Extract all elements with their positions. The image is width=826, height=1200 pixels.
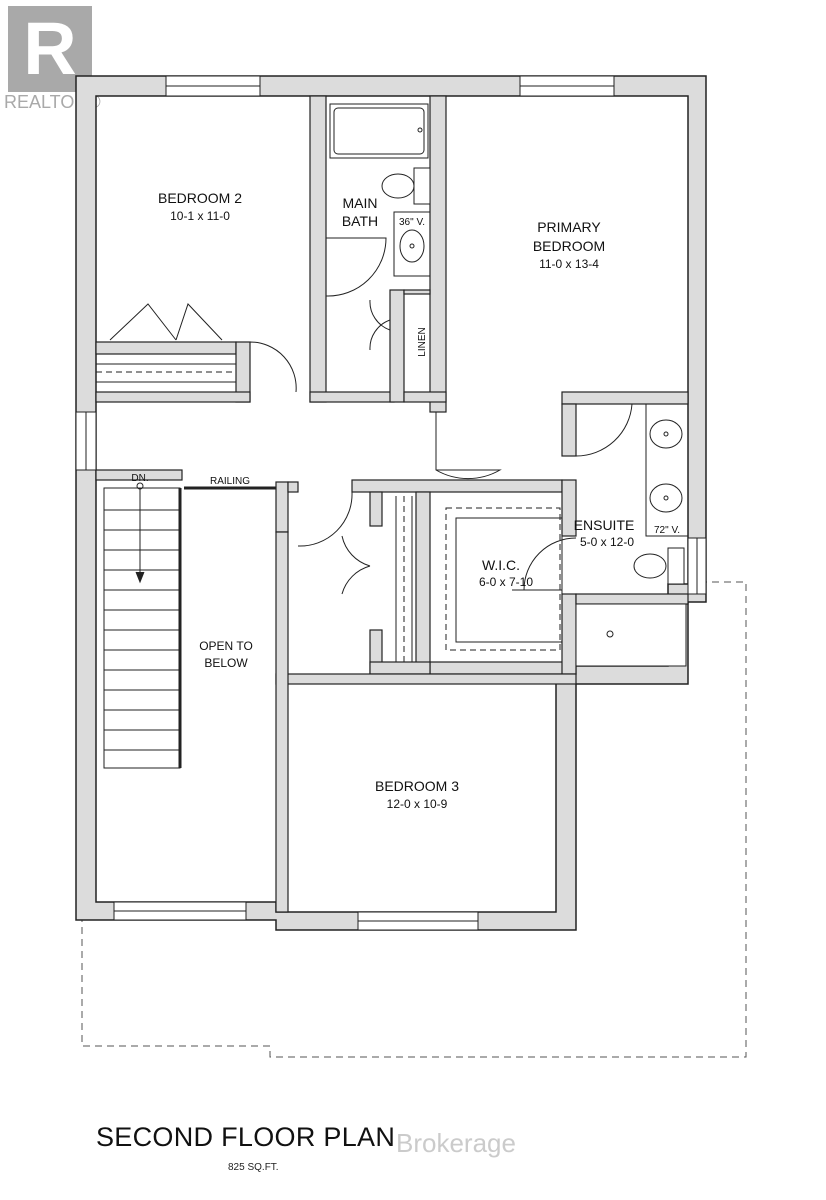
windows xyxy=(75,75,707,931)
label-ensuite-dims: 5-0 x 12-0 xyxy=(580,535,634,549)
label-bedroom2-name: BEDROOM 2 xyxy=(158,190,242,206)
door-swings xyxy=(109,237,633,595)
label-main-bath-line2: BATH xyxy=(342,213,378,229)
plan-title: SECOND FLOOR PLAN xyxy=(96,1122,396,1152)
closet-shelves xyxy=(96,363,563,662)
label-railing: RAILING xyxy=(210,476,250,487)
garage-outline-dashed xyxy=(81,581,747,1058)
shower xyxy=(575,603,687,667)
label-stairs-down: DN. xyxy=(131,473,148,484)
realtor-logo-mark: R xyxy=(23,7,77,90)
label-primary-line2: BEDROOM xyxy=(533,238,605,254)
label-bedroom3-dims: 12-0 x 10-9 xyxy=(387,797,448,811)
label-primary-line1: PRIMARY xyxy=(537,219,601,235)
toilet-main-bath xyxy=(413,167,431,205)
fixtures xyxy=(329,103,689,667)
brokerage-watermark: Brokerage xyxy=(396,1128,516,1158)
stairs xyxy=(103,482,276,769)
label-main-bath-line1: MAIN xyxy=(343,195,378,211)
label-bedroom3-name: BEDROOM 3 xyxy=(375,778,459,794)
label-wic-dims: 6-0 x 7-10 xyxy=(479,575,533,589)
plan-area: 825 SQ.FT. xyxy=(228,1162,279,1173)
realtor-logo: R REALTOR® xyxy=(4,4,101,116)
interior-walls xyxy=(95,95,689,913)
label-open-line2: BELOW xyxy=(204,656,248,670)
room-labels: BEDROOM 2 10-1 x 11-0 MAIN BATH 36" V. P… xyxy=(131,190,680,811)
label-ensuite-vanity: 72" V. xyxy=(654,525,680,536)
linen-cabinet xyxy=(403,293,431,393)
label-main-bath-vanity: 36" V. xyxy=(399,217,425,228)
floor-plan: BEDROOM 2 10-1 x 11-0 MAIN BATH 36" V. P… xyxy=(75,75,747,1058)
label-linen: LINEN xyxy=(417,327,428,356)
label-primary-dims: 11-0 x 13-4 xyxy=(539,257,599,271)
label-open-line1: OPEN TO xyxy=(199,639,253,653)
label-ensuite-name: ENSUITE xyxy=(574,517,635,533)
vanity-main-bath xyxy=(393,211,431,277)
vanity-ensuite xyxy=(645,403,689,537)
label-wic-name: W.I.C. xyxy=(482,557,520,573)
toilet-ensuite xyxy=(667,547,685,585)
label-bedroom2-dims: 10-1 x 11-0 xyxy=(170,209,230,223)
